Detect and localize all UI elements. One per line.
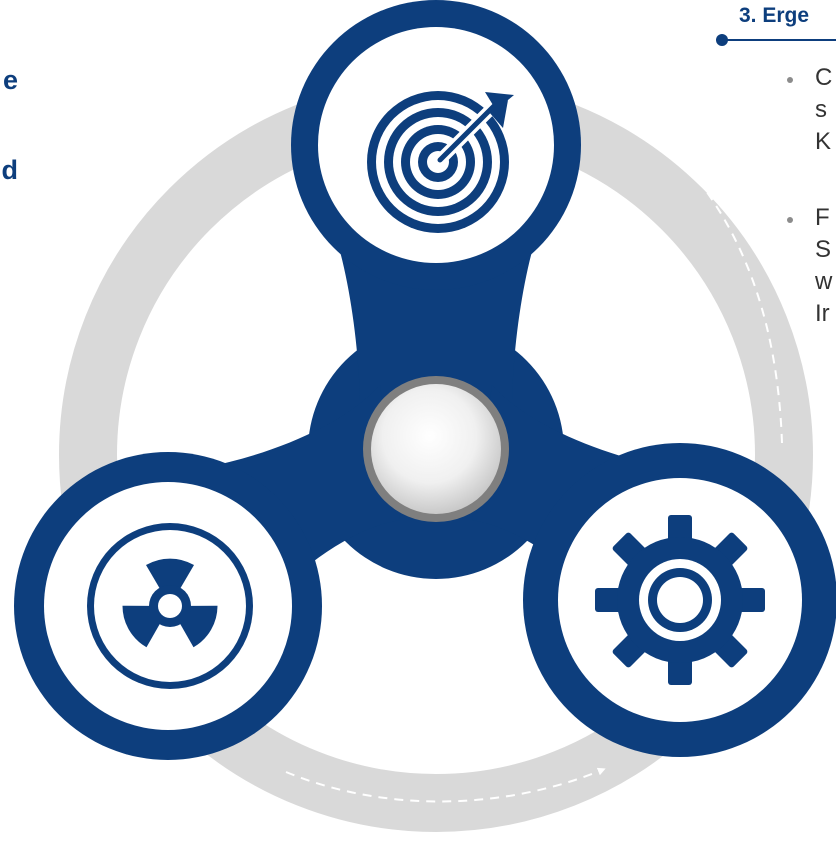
hub-left: [44, 482, 292, 730]
left-text-line-1: e: [2, 65, 18, 95]
target-icon: [367, 91, 514, 233]
bullet-2-dot: [787, 217, 793, 223]
bullet-2-line-3: w: [815, 268, 833, 295]
radiation-icon: [87, 523, 253, 689]
bullet-1-line-3: K: [815, 128, 832, 155]
bullet-1-line-1: C: [815, 64, 833, 91]
bullet-2-line-1: F: [815, 204, 830, 231]
left-text-line-2: d: [1, 155, 19, 185]
cycle-arrow-right: [687, 166, 783, 444]
section-title: 3. Erge: [739, 4, 810, 27]
hub-right: [558, 478, 802, 722]
cycle-arrow-bottom: [285, 767, 606, 803]
bullet-2-line-4: Ir: [815, 300, 830, 327]
gear-icon: [595, 515, 765, 685]
bullet-2-line-2: S: [815, 236, 832, 263]
section-title-marker: [716, 34, 728, 46]
bullet-1-line-2: s: [815, 96, 827, 123]
center-bearing-face: [371, 384, 501, 514]
bullet-1-dot: [787, 77, 793, 83]
hub-top: [318, 27, 554, 263]
